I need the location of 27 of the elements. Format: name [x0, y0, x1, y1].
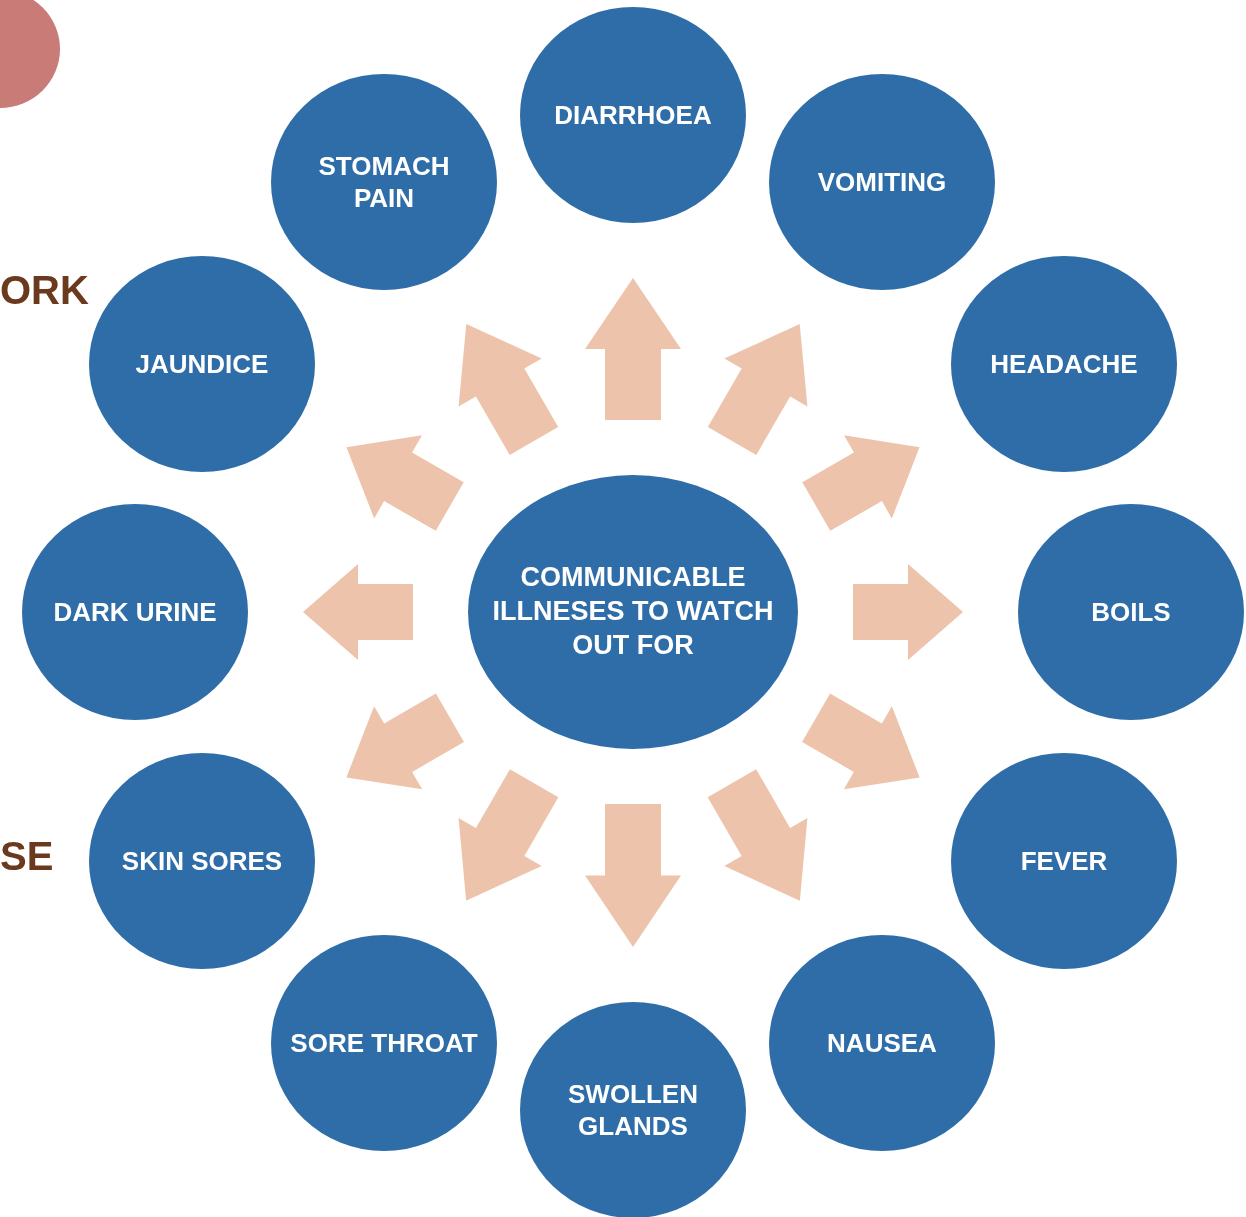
symptom-circle: STOMACH PAIN: [271, 74, 497, 290]
block-arrow: [585, 278, 681, 420]
block-arrow: [853, 564, 963, 660]
symptom-circle: FEVER: [951, 753, 1177, 969]
cropped-heading-text: SE: [0, 836, 54, 876]
symptom-circle: DIARRHOEA: [520, 7, 746, 223]
symptom-circle: HEADACHE: [951, 256, 1177, 472]
block-arrow: [802, 693, 920, 790]
block-arrow: [802, 435, 920, 531]
symptom-circle: SKIN SORES: [89, 753, 315, 969]
symptom-circle: NAUSEA: [769, 935, 995, 1151]
symptom-circle: DARK URINE: [22, 504, 248, 720]
block-arrow: [303, 564, 413, 660]
symptom-circle: SORE THROAT: [271, 935, 497, 1151]
block-arrow: [346, 435, 464, 531]
block-arrow: [458, 324, 559, 455]
block-arrow: [707, 769, 808, 901]
block-arrow: [346, 693, 464, 790]
symptom-circle: JAUNDICE: [89, 256, 315, 472]
block-arrow: [707, 324, 808, 455]
center-ellipse: COMMUNICABLE ILLNESES TO WATCH OUT FOR: [468, 475, 798, 749]
symptom-circle: BOILS: [1018, 504, 1244, 720]
block-arrow: [458, 769, 559, 901]
block-arrow: [585, 804, 681, 947]
cropped-heading-text: ORK: [0, 270, 89, 310]
symptom-circle: SWOLLEN GLANDS: [520, 1002, 746, 1217]
symptom-circle: VOMITING: [769, 74, 995, 290]
